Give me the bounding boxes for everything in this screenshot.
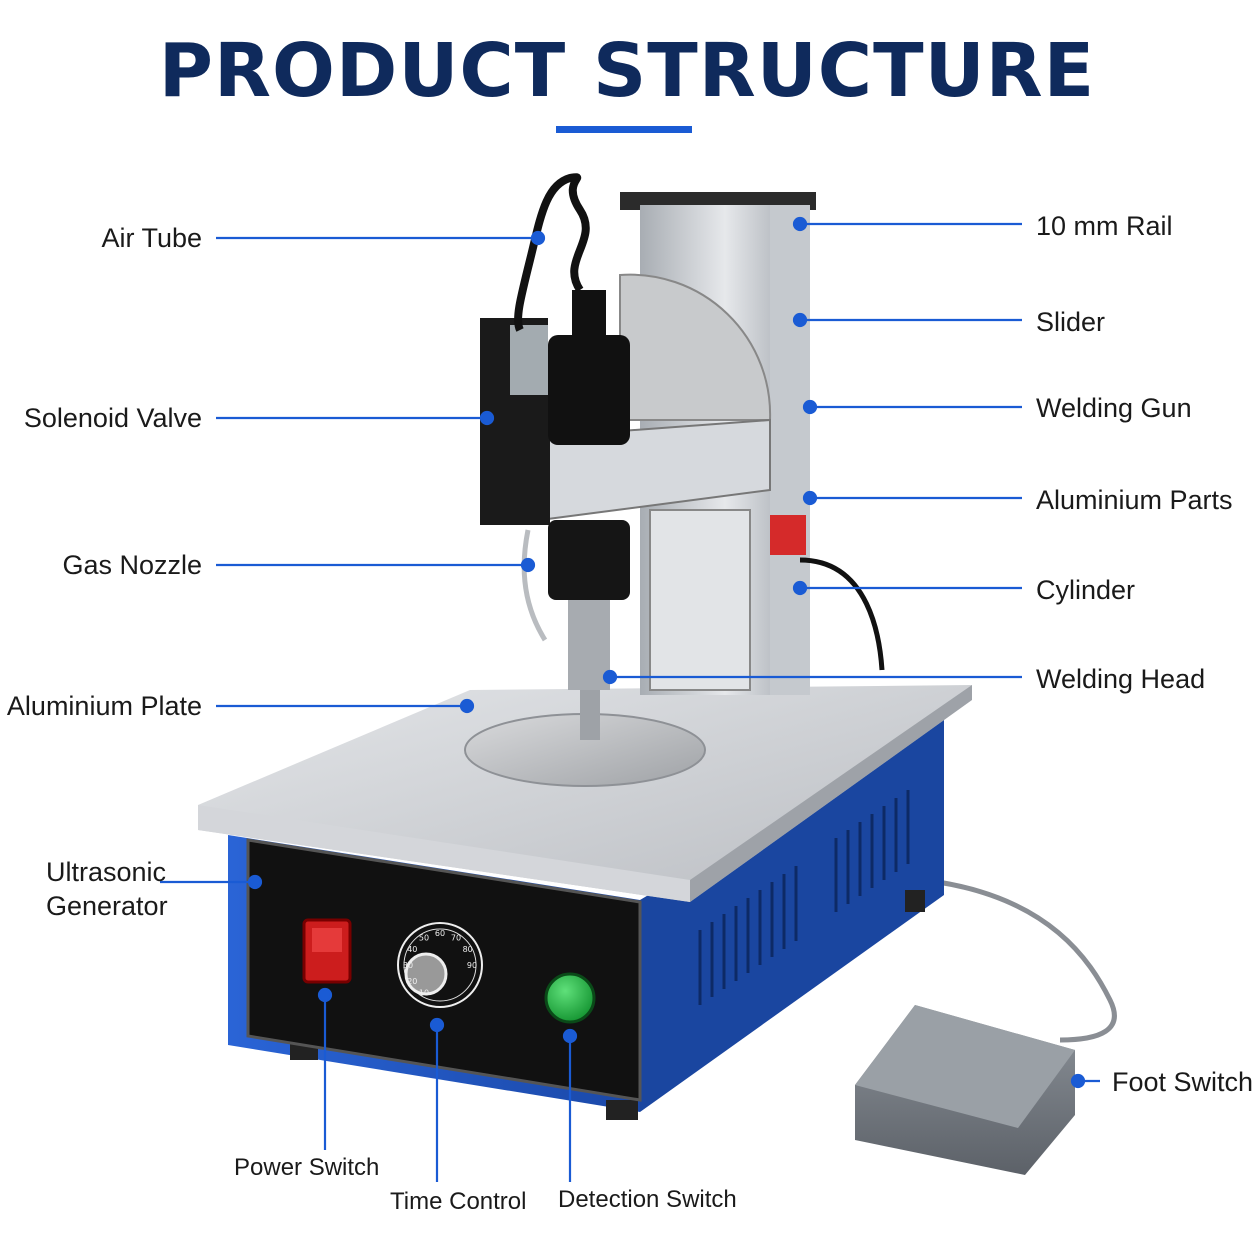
dial-tick-label: 20 bbox=[407, 977, 417, 986]
valve-mount bbox=[480, 425, 550, 525]
dial-tick-label: 60 bbox=[435, 929, 445, 938]
leader-lines bbox=[160, 216, 1100, 1182]
gas-nozzle-tube bbox=[521, 529, 548, 642]
air-tube bbox=[514, 173, 590, 332]
label-cylinder: Cylinder bbox=[1036, 575, 1136, 605]
time-dial-knob bbox=[404, 952, 448, 996]
label-welding-head: Welding Head bbox=[1036, 664, 1206, 694]
welding-head-tip bbox=[580, 690, 600, 740]
label-detection-switch: Detection Switch bbox=[558, 1186, 737, 1213]
label-power-switch: Power Switch bbox=[234, 1154, 380, 1181]
label-foot-switch: Foot Switch bbox=[1112, 1067, 1254, 1097]
foot-right bbox=[606, 1100, 638, 1120]
power-switch-rocker bbox=[312, 928, 342, 952]
horn-collar bbox=[548, 520, 630, 600]
label-air-tube: Air Tube bbox=[101, 223, 202, 253]
side-vents bbox=[698, 790, 910, 1005]
red-clamp bbox=[770, 515, 806, 555]
label-aluminium-parts: Aluminium Parts bbox=[1036, 485, 1233, 515]
dial-tick-label: 50 bbox=[419, 933, 429, 942]
dial-tick-label: 70 bbox=[451, 933, 461, 942]
dial-tick-label: 90 bbox=[467, 961, 477, 970]
label-welding-gun: Welding Gun bbox=[1036, 393, 1192, 423]
title-underline bbox=[556, 126, 692, 133]
dial-tick-label: 40 bbox=[407, 945, 417, 954]
label-rail: 10 mm Rail bbox=[1036, 211, 1173, 241]
dial-tick-label: 10 bbox=[419, 989, 429, 998]
transducer-connector bbox=[572, 290, 606, 340]
label-solenoid-valve: Solenoid Valve bbox=[23, 403, 202, 433]
label-time-control: Time Control bbox=[390, 1188, 527, 1215]
plate-edge-front bbox=[198, 805, 690, 902]
dial-tick-label: 80 bbox=[463, 945, 473, 954]
foot-back bbox=[905, 890, 925, 912]
detection-switch bbox=[544, 972, 596, 1024]
back-plate bbox=[619, 273, 772, 421]
welding-gun-cable bbox=[799, 557, 885, 671]
foot-switch-pedal bbox=[855, 1005, 1075, 1128]
horn bbox=[568, 600, 610, 690]
label-aluminium-plate: Aluminium Plate bbox=[6, 691, 202, 721]
label-gas-nozzle: Gas Nozzle bbox=[62, 550, 202, 580]
label-ultrasonic-generator-line1: Ultrasonic bbox=[46, 857, 167, 887]
label-ultrasonic-generator-line2: Generator bbox=[46, 891, 168, 921]
rail-side bbox=[770, 205, 810, 695]
plate-edge-side bbox=[690, 685, 972, 902]
page-title: PRODUCT STRUCTURE bbox=[158, 28, 1096, 114]
dial-tick-label: 30 bbox=[403, 961, 413, 970]
label-slider: Slider bbox=[1036, 307, 1106, 337]
foot-switch-cable bbox=[937, 879, 1117, 1043]
transducer-body bbox=[548, 335, 630, 445]
base-side bbox=[640, 720, 944, 1112]
cylinder bbox=[649, 509, 751, 691]
